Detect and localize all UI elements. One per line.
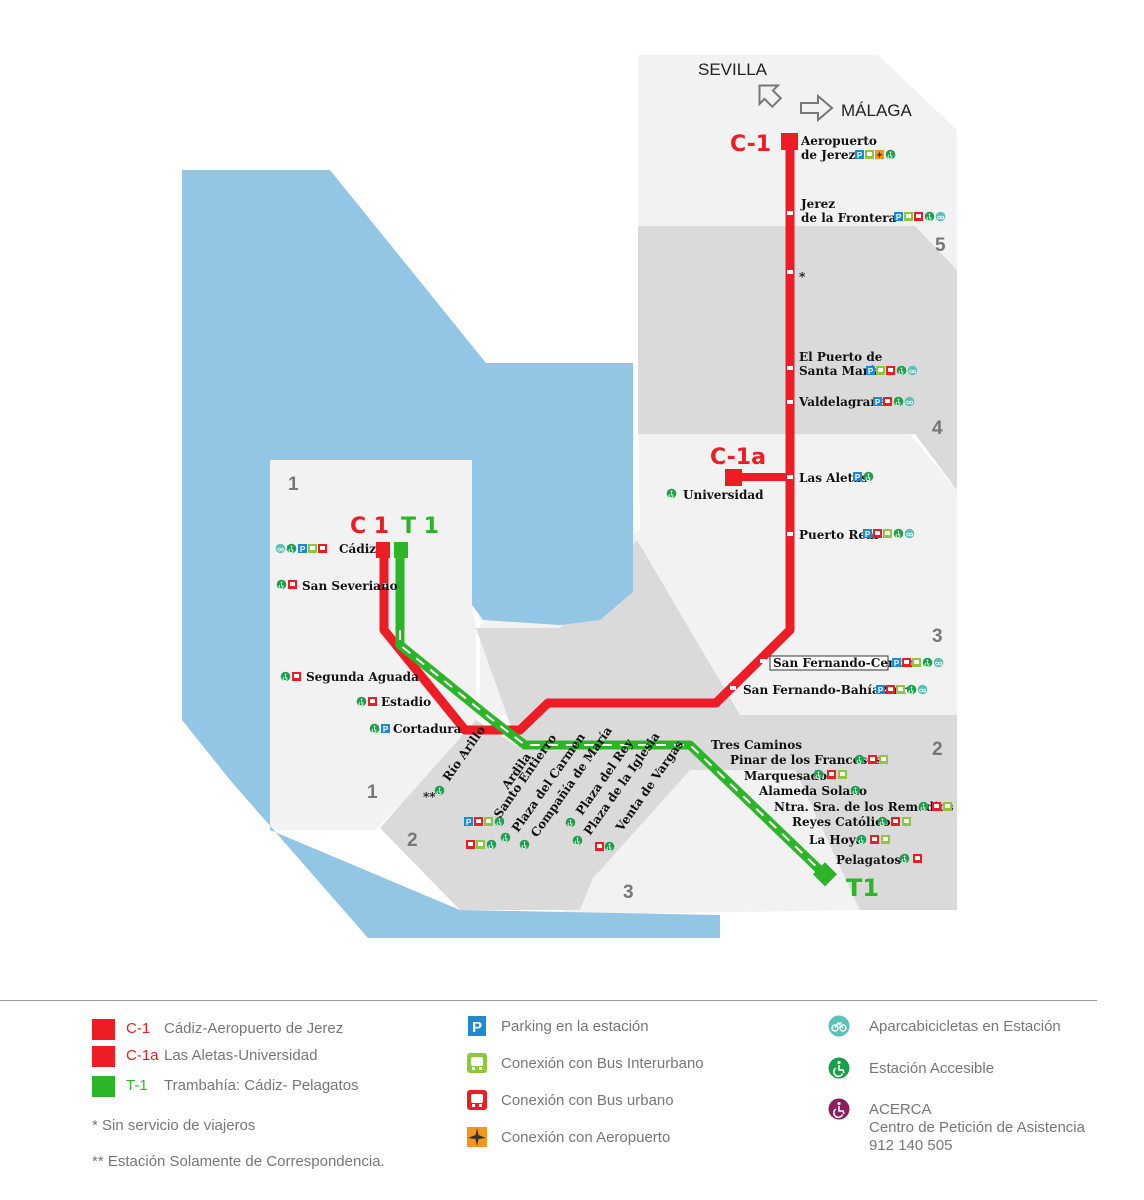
svg-text:P: P — [472, 1019, 482, 1036]
alameda-services — [850, 785, 861, 796]
station-aeropuerto-2[interactable]: de Jerez — [801, 148, 855, 162]
land-zone-3-south — [560, 770, 860, 915]
label-c1-cadiz: C 1 — [350, 514, 389, 539]
station-san-severiano[interactable]: San Severiano — [302, 579, 398, 593]
legend-c1-swatch — [92, 1019, 115, 1040]
label-c1-airport: C-1 — [730, 132, 771, 157]
legend-divider — [0, 1000, 1097, 1001]
station-puerto[interactable]: El Puerto de — [799, 350, 883, 364]
arrow-malaga-icon — [800, 93, 834, 123]
station-reyes-catolicos[interactable]: Reyes Católicos — [792, 815, 897, 829]
legend-note-single: * Sin servicio de viajeros — [92, 1117, 256, 1134]
legend-c1a-swatch — [92, 1046, 115, 1067]
c1-station-ticks — [382, 211, 793, 690]
airport-icon — [467, 1127, 487, 1147]
station-cadiz[interactable]: Cádiz — [339, 542, 376, 556]
station-alameda-solano[interactable]: Alameda Solano — [758, 784, 867, 798]
station-marquesado[interactable]: Marquesado — [744, 769, 827, 783]
bus-interurbano-icon — [467, 1053, 487, 1073]
legend: C-1 Cádiz-Aeropuerto de Jerez C-1a Las A… — [0, 1000, 1144, 1200]
terminal-cadiz-t1[interactable] — [394, 542, 408, 558]
station-la-hoya[interactable]: La Hoya — [809, 833, 864, 847]
station-san-fernando-bahia[interactable]: San Fernando-Bahía Sur — [743, 683, 908, 697]
station-estadio[interactable]: Estadio — [381, 695, 431, 709]
zone-3a: 3 — [932, 626, 943, 647]
zone-1b: 1 — [367, 782, 378, 803]
station-san-fernando-centro[interactable]: San Fernando-Centro — [773, 656, 917, 670]
zone-4: 4 — [932, 418, 943, 439]
station-ntra-sra-remedios[interactable]: Ntra. Sra. de los Remedios — [774, 800, 954, 814]
label-t1-cadiz: T 1 — [401, 514, 439, 539]
station-puerto-real[interactable]: Puerto Real — [799, 528, 879, 542]
station-rio-arillo-mark: ** — [423, 790, 436, 804]
station-jerez-2[interactable]: de la Frontera — [801, 211, 897, 225]
zone-5: 5 — [935, 235, 946, 256]
zone-2a: 2 — [932, 739, 943, 760]
station-pelagatos[interactable]: Pelagatos — [836, 853, 901, 867]
land-zone-4 — [638, 226, 957, 490]
reyes-services — [877, 816, 911, 827]
legend-note-double: ** Estación Solamente de Correspondencia… — [92, 1153, 385, 1170]
station-segunda-aguada[interactable]: Segunda Aguada — [306, 670, 419, 684]
legend-aeropuerto: Conexión con Aeropuerto — [501, 1129, 671, 1146]
terminal-cadiz-c1[interactable] — [376, 542, 390, 558]
dest-sevilla: SEVILLA — [698, 60, 768, 79]
parking-icon: P — [468, 1016, 486, 1036]
legend-bicicletas: Aparcabicicletas en Estación — [869, 1018, 1061, 1035]
land-zone-5 — [638, 55, 957, 280]
zone-1a: 1 — [288, 474, 299, 495]
legend-c1-label: Cádiz-Aeropuerto de Jerez — [164, 1020, 344, 1037]
sea — [182, 170, 720, 938]
legend-acerca-desc: Centro de Petición de Asistencia — [869, 1119, 1085, 1136]
remedios-services — [918, 801, 952, 812]
legend-parking: Parking en la estación — [501, 1018, 649, 1035]
station-universidad[interactable]: Universidad — [683, 488, 764, 502]
legend-t1-code: T-1 — [126, 1077, 148, 1094]
san-fernando-centro-box — [769, 655, 889, 671]
station-asterisk: * — [799, 270, 806, 284]
dest-malaga: MÁLAGA — [841, 101, 913, 120]
label-c1a: C-1a — [710, 445, 766, 470]
legend-bus-interurbano: Conexión con Bus Interurbano — [501, 1055, 704, 1072]
legend-c1a-code: C-1a — [126, 1047, 159, 1064]
station-tres-caminos[interactable]: Tres Caminos — [711, 738, 802, 752]
universidad-services — [666, 488, 677, 499]
station-puerto-2[interactable]: Santa María — [799, 364, 882, 378]
marquesado-services — [813, 769, 847, 780]
bus-urbano-icon — [467, 1090, 487, 1110]
legend-c1a-label: Las Aletas-Universidad — [164, 1047, 318, 1064]
terminal-universidad[interactable] — [725, 469, 742, 486]
rail-map: P SEVILLA MÁLAGA C-1 C-1a C 1 T 1 T1 — [182, 55, 957, 938]
pinar-services — [854, 754, 888, 765]
zone-3b: 3 — [623, 882, 634, 903]
station-las-aletas[interactable]: Las Aletas — [799, 471, 868, 485]
legend-c1-code: C-1 — [126, 1020, 151, 1037]
bicycle-icon — [828, 1015, 850, 1037]
legend-t1-swatch — [92, 1076, 115, 1097]
aeropuerto-services — [855, 149, 896, 160]
accessible-icon — [828, 1057, 850, 1079]
station-cortadura[interactable]: Cortadura — [393, 722, 462, 736]
label-t1-end: T1 — [846, 874, 879, 902]
legend-t1-label: Trambahía: Cádiz- Pelagatos — [164, 1077, 359, 1094]
line-t1-dash — [399, 630, 826, 876]
station-pinar-franceses[interactable]: Pinar de los Franceses — [730, 753, 882, 767]
la-hoya-services — [856, 834, 890, 845]
land-zone-2-west — [380, 720, 640, 910]
terminal-aeropuerto[interactable] — [781, 133, 798, 150]
station-jerez[interactable]: Jerez — [800, 197, 835, 211]
acerca-icon — [828, 1098, 850, 1120]
legend-acerca-title: ACERCA — [869, 1101, 932, 1118]
legend-accesible: Estación Accesible — [869, 1060, 995, 1077]
arrow-sevilla-icon — [758, 84, 783, 109]
station-aeropuerto[interactable]: Aeropuerto — [800, 134, 877, 148]
zone-2b: 2 — [407, 830, 418, 851]
station-valdelagrana[interactable]: Valdelagrana — [798, 395, 887, 409]
legend-acerca-phone: 912 140 505 — [869, 1137, 953, 1154]
legend-bus-urbano: Conexión con Bus urbano — [501, 1092, 674, 1109]
